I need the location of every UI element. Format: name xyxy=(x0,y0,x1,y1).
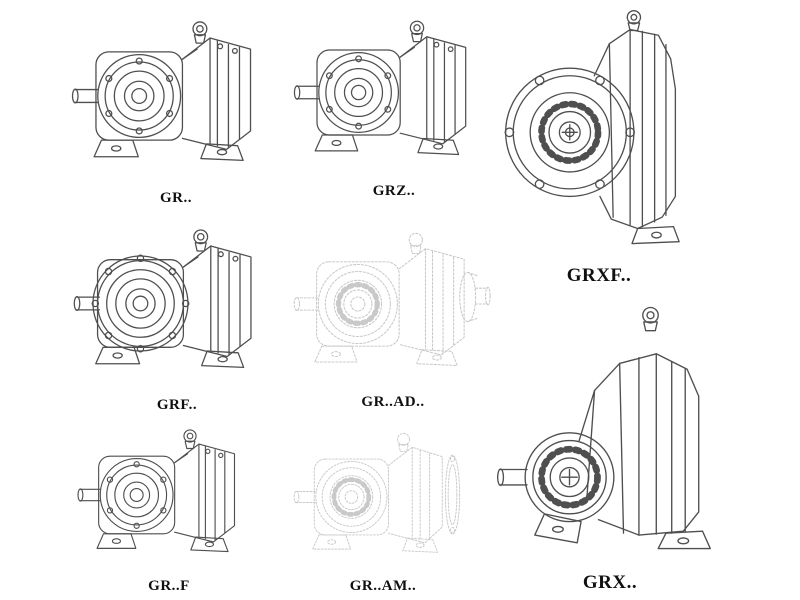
gearbox-figure-grxf: GRXF.. xyxy=(500,2,698,287)
gearbox-drawing-gr xyxy=(70,4,282,188)
gearbox-figure-grx: GRX.. xyxy=(494,294,726,594)
gearbox-drawing-gr-f xyxy=(76,414,262,576)
gearbox-figure-gr-ad: GR..AD.. xyxy=(292,216,494,411)
gearbox-label-grf: GRF.. xyxy=(156,397,198,413)
gearbox-figure-gr-am: GR..AM.. xyxy=(292,418,474,595)
gearbox-drawing-grf xyxy=(72,212,282,395)
gearbox-drawing-grz xyxy=(292,4,496,181)
gearbox-figure-grf: GRF.. xyxy=(72,212,282,414)
gearbox-label-gr-am: GR..AM.. xyxy=(349,578,417,594)
gearbox-drawing-grx xyxy=(494,294,726,564)
gearbox-label-grxf: GRXF.. xyxy=(566,265,632,286)
gearbox-drawing-grxf xyxy=(500,2,698,257)
gearbox-drawing-gr-ad xyxy=(292,216,494,392)
gearbox-label-gr: GR.. xyxy=(160,190,192,206)
gearbox-figure-gr-f: GR..F xyxy=(76,414,262,595)
gearbox-label-grz: GRZ.. xyxy=(372,183,416,199)
gearbox-label-gr-f: GR..F xyxy=(148,578,190,594)
gearbox-figure-grz: GRZ.. xyxy=(292,4,496,200)
gearbox-label-grx: GRX.. xyxy=(582,572,638,593)
gearbox-drawing-gr-am xyxy=(292,418,474,576)
gearbox-figure-gr: GR.. xyxy=(70,4,282,207)
gearbox-label-gr-ad: GR..AD.. xyxy=(361,394,425,410)
